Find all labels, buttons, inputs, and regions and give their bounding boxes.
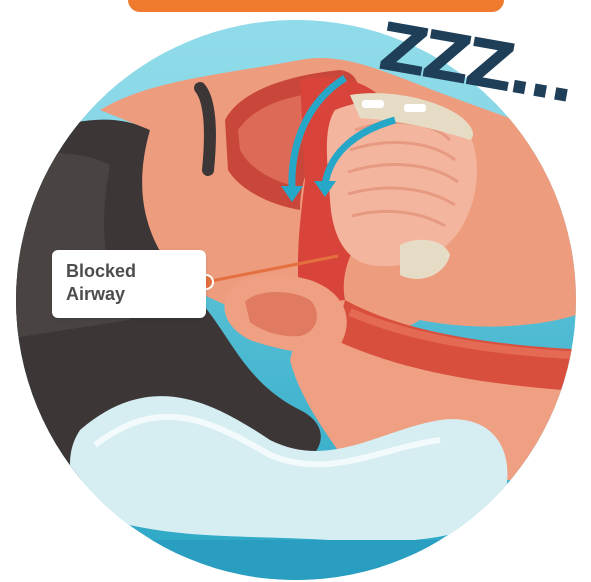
callout-label-line-2: Airway	[66, 283, 206, 306]
top-banner	[128, 0, 504, 12]
blocked-airway-callout: Blocked Airway	[52, 250, 206, 318]
callout-label-line-1: Blocked	[66, 260, 206, 283]
